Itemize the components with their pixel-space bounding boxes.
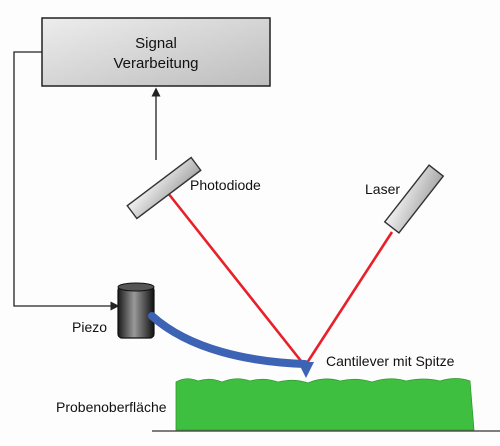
sample-label: Probenoberfläche <box>56 399 167 415</box>
sample-surface <box>175 378 475 431</box>
piezo-label: Piezo <box>72 319 107 335</box>
laser-source <box>383 164 445 234</box>
laser-beam-reflected <box>162 187 307 367</box>
photodiode <box>126 156 202 220</box>
piezo-actuator <box>117 282 155 339</box>
photodiode-label: Photodiode <box>190 177 261 193</box>
signal-box-line2: Verarbeitung <box>113 55 198 72</box>
cantilever-beam <box>148 312 309 368</box>
cantilever-tip <box>298 362 314 378</box>
feedback-line <box>13 51 120 311</box>
laser-beam-incident <box>303 231 394 367</box>
cantilever-label: Cantilever mit Spitze <box>326 353 455 369</box>
signal-box-line1: Signal <box>135 35 177 52</box>
laser-label: Laser <box>365 181 400 197</box>
signal-processing-box: Signal Verarbeitung <box>41 17 271 87</box>
